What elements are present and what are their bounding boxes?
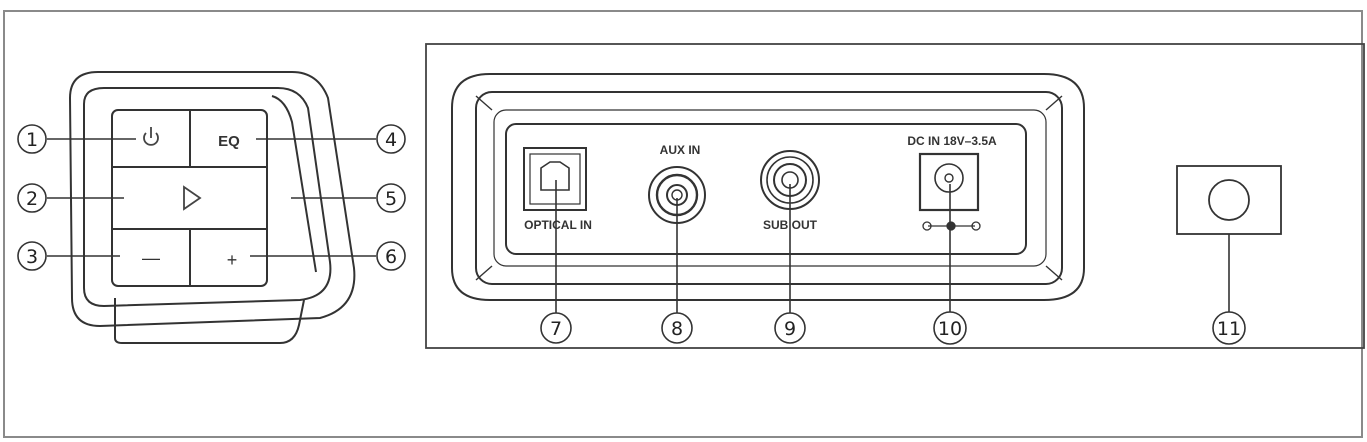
power-icon [143, 132, 159, 146]
panel-base [114, 298, 305, 344]
optical-in-label: OPTICAL IN [524, 218, 592, 232]
callout-5: 5 [376, 183, 406, 213]
optical-in-port[interactable]: OPTICAL IN [523, 147, 592, 232]
eq-button[interactable]: EQ [192, 112, 265, 165]
port-housing-outer [451, 73, 1085, 301]
callout-1: 1 [17, 124, 47, 154]
volume-up-button[interactable]: + [192, 231, 265, 284]
svg-text:1: 1 [26, 129, 38, 151]
play-icon [183, 185, 202, 211]
dc-in-port[interactable]: DC IN 18V–3.5A [907, 134, 997, 231]
callout-9: 9 [774, 312, 806, 344]
callout-7: 7 [540, 312, 572, 344]
svg-text:4: 4 [385, 129, 397, 151]
aux-in-label: AUX IN [660, 143, 701, 157]
svg-text:8: 8 [671, 318, 683, 340]
outer-frame [3, 10, 1363, 438]
svg-text:6: 6 [385, 246, 397, 268]
callout-3: 3 [17, 241, 47, 271]
eq-button-label: EQ [218, 133, 240, 150]
minus-button-label: — [142, 248, 160, 268]
port-housing-inner [475, 91, 1063, 285]
polarity-icon [922, 221, 981, 231]
port-plate [505, 123, 1027, 255]
panel-housing-outer [68, 71, 356, 328]
play-button[interactable] [114, 169, 265, 227]
power-button[interactable] [114, 112, 188, 165]
volume-down-button[interactable]: — [114, 231, 188, 284]
callout-10: 10 [933, 311, 967, 345]
svg-text:5: 5 [385, 188, 397, 210]
callout-4: 4 [376, 124, 406, 154]
panel-housing-inner [83, 87, 332, 308]
callout-11: 11 [1212, 311, 1246, 345]
port-housing [451, 73, 1085, 301]
callout-6: 6 [376, 241, 406, 271]
rear-panel-frame [425, 43, 1365, 349]
svg-text:3: 3 [26, 246, 38, 268]
svg-text:11: 11 [1217, 318, 1241, 340]
svg-text:9: 9 [784, 318, 796, 340]
left-callout-lines [47, 138, 376, 257]
plus-button-label: + [227, 250, 238, 270]
svg-text:10: 10 [938, 318, 962, 340]
right-callout-lines [555, 180, 1230, 313]
power-switch[interactable] [1176, 165, 1282, 235]
dc-in-label: DC IN 18V–3.5A [907, 134, 997, 148]
callout-2: 2 [17, 183, 47, 213]
panel-sidewall [271, 95, 317, 273]
callout-8: 8 [661, 312, 693, 344]
svg-text:2: 2 [26, 188, 38, 210]
svg-text:7: 7 [550, 318, 562, 340]
